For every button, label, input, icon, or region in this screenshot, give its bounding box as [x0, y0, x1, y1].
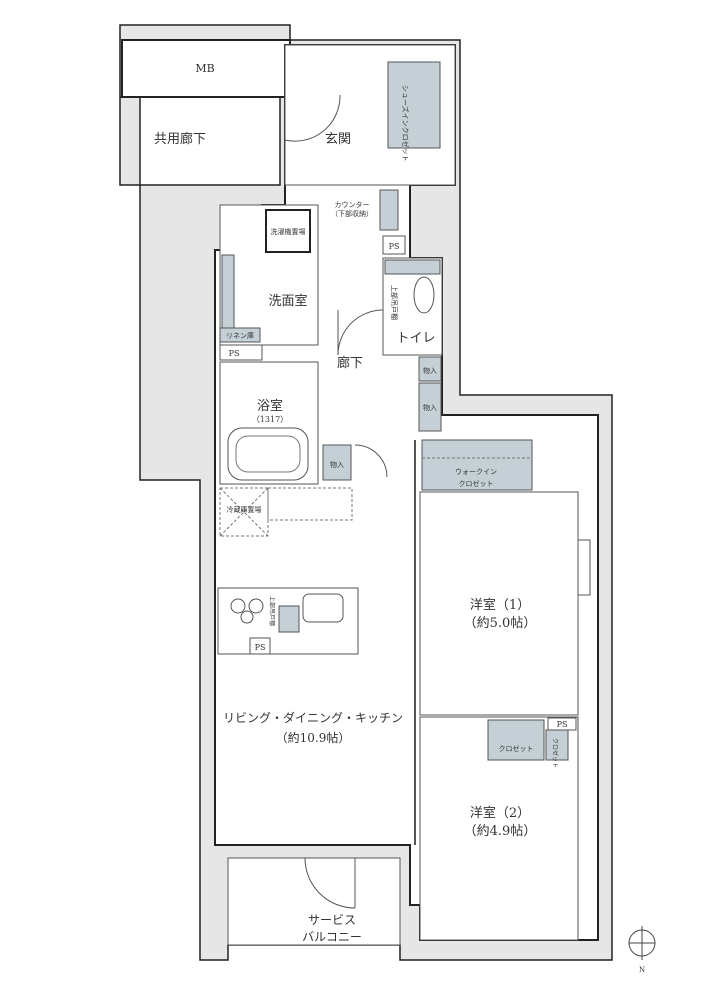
label-counter-sub: （下部収納） [331, 209, 373, 218]
stove-burner-icon [230, 598, 246, 614]
counter-storage[interactable] [379, 189, 399, 231]
walk-in-closet[interactable] [421, 439, 533, 491]
storage-3[interactable] [322, 444, 352, 481]
label-entrance: 玄関 [325, 132, 351, 147]
storage-2[interactable] [418, 382, 442, 432]
balcony-door-swing [304, 857, 356, 909]
storage-1[interactable] [418, 356, 442, 382]
label-common-corridor: 共用廊下 [154, 131, 206, 147]
linen-closet[interactable] [219, 327, 261, 343]
label-room1-size: （約5.0帖） [464, 616, 537, 631]
label-balcony: サービス [308, 913, 356, 927]
sink-icon [302, 593, 344, 623]
balcony [227, 857, 401, 946]
entrance-door-swing [284, 94, 341, 142]
label-ps-2: PS [229, 349, 240, 358]
label-closet-1: クロゼット [499, 744, 534, 753]
label-washroom: 洗面室 [268, 293, 307, 309]
label-storage-2: 物入 [423, 403, 437, 412]
label-room1: 洋室（1） [470, 597, 530, 613]
label-storage-1: 物入 [423, 366, 437, 375]
door-swing [354, 444, 388, 478]
toilet-icon [413, 276, 435, 314]
ps-3 [249, 637, 271, 655]
closet-1[interactable] [487, 719, 545, 761]
compass-icon: N [628, 926, 656, 974]
western-room-1 [419, 491, 579, 716]
label-balcony-2: バルコニー [302, 930, 362, 944]
label-bath: 浴室 [257, 398, 283, 414]
label-closet-2: クロゼット [551, 738, 559, 768]
window [577, 539, 591, 596]
label-hallway: 廊下 [337, 355, 363, 371]
ps-4 [547, 717, 577, 731]
label-room2-size: （約4.9帖） [464, 824, 537, 839]
label-linen: リネン庫 [226, 331, 254, 340]
bathtub-inner [235, 435, 301, 473]
label-kitchen-shelf: 上部吊戸棚 [268, 596, 276, 626]
label-toilet-shelf: 上部吊戸棚 [390, 285, 399, 320]
label-ldk-size: （約10.9帖） [276, 730, 351, 745]
label-fridge: 冷蔵庫置場 [227, 505, 262, 514]
label-counter: カウンター [335, 200, 370, 209]
label-shoe-closet: シューズインクロゼット [401, 85, 410, 162]
label-walk-in-2: クロゼット [459, 479, 494, 488]
toilet-tank [384, 259, 441, 275]
bathtub-icon [227, 427, 309, 481]
mb-box [121, 39, 291, 98]
label-mb: MB [195, 62, 214, 75]
label-ps-4: PS [557, 720, 568, 729]
label-room2: 洋室（2） [470, 805, 530, 821]
ps-2 [219, 344, 263, 361]
washer-space [265, 209, 311, 253]
toilet-door-swing [337, 309, 384, 356]
label-storage-3: 物入 [330, 460, 344, 469]
ps-1 [382, 235, 406, 255]
label-ldk: リビング・ダイニング・キッチン [223, 710, 403, 725]
vanity [221, 254, 235, 331]
kitchen-cabinet [278, 605, 300, 633]
label-walk-in: ウォークイン [455, 468, 497, 476]
shoe-closet[interactable] [387, 61, 441, 149]
label-bath-size: （1317） [252, 415, 288, 424]
compass-north-label: N [639, 966, 645, 974]
label-toilet: トイレ [396, 331, 435, 346]
label-ps-1: PS [389, 242, 400, 251]
label-ps-3: PS [255, 643, 266, 652]
label-washer: 洗濯機置場 [271, 227, 306, 236]
